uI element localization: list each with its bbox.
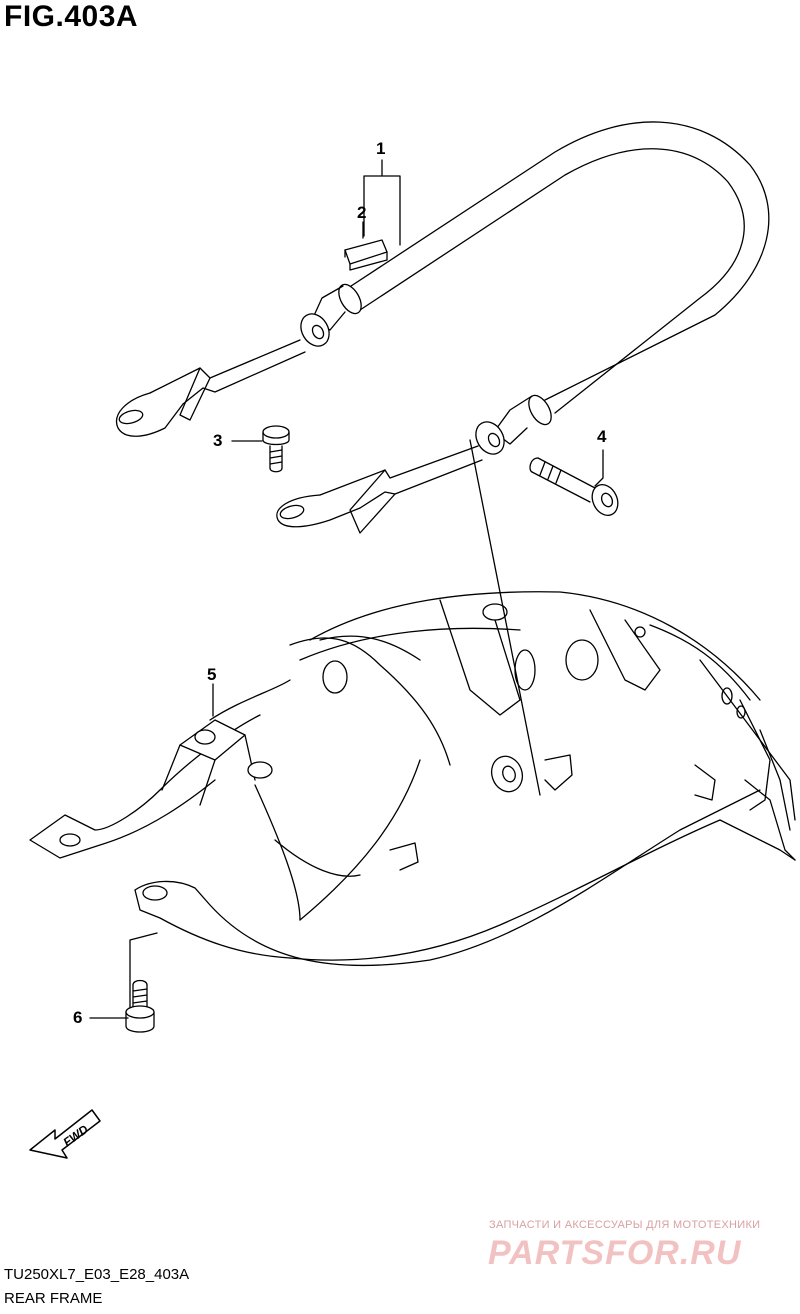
callout-1: 1 (376, 139, 386, 158)
callout-4: 4 (597, 427, 607, 446)
rear-frame-part-5 (29, 591, 796, 967)
callout-6: 6 (73, 1008, 83, 1027)
watermark-tagline: ЗАПЧАСТИ И АКСЕССУАРЫ ДЛЯ МОТОТЕХНИКИ (489, 1219, 761, 1231)
callout-3: 3 (213, 431, 223, 450)
figure-title: FIG.403A (4, 0, 139, 33)
watermark-logo: PARTSFOR.RU (488, 1234, 742, 1272)
grab-rail-part-1 (115, 121, 770, 534)
fwd-direction-arrow: FWD (29, 1109, 101, 1159)
flange-bolt-part-3 (262, 425, 290, 473)
callout-5: 5 (207, 665, 217, 684)
flange-bolt-part-6 (125, 979, 155, 1033)
diagram-code: TU250XL7_E03_E28_403A (4, 1266, 190, 1283)
callout-2: 2 (357, 203, 367, 222)
socket-bolt-part-4 (529, 457, 619, 517)
pad-part-2 (344, 239, 388, 271)
diagram-name: REAR FRAME (4, 1290, 103, 1307)
leader-lines (89, 159, 604, 1019)
